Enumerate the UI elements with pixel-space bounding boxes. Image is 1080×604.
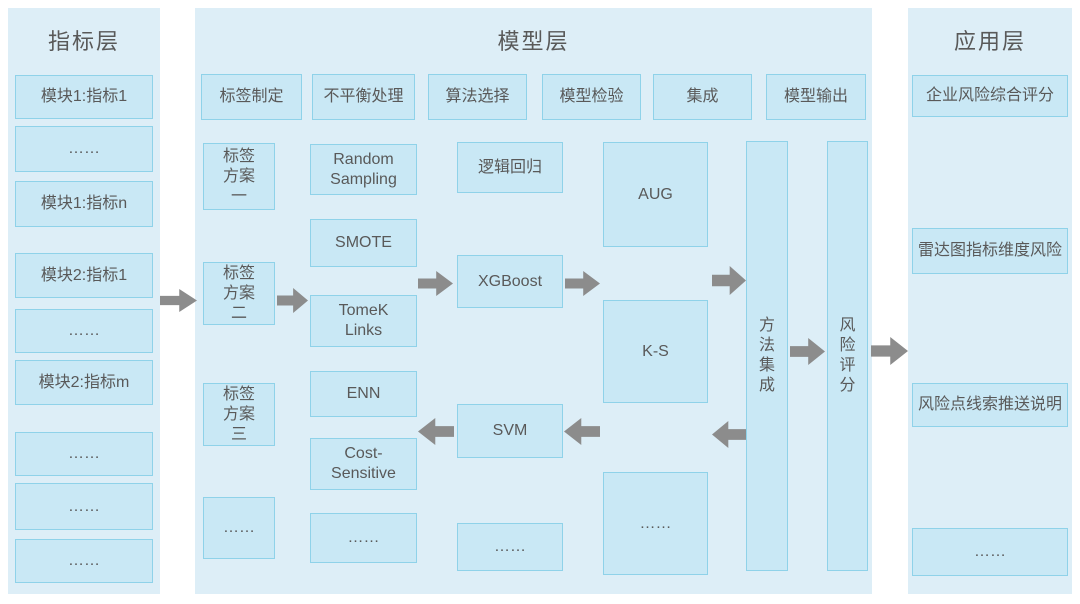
application-box: 雷达图指标维度风险 bbox=[912, 228, 1068, 274]
indicator-box: 模块1:指标1 bbox=[15, 75, 153, 119]
validation-metric-box: AUG bbox=[603, 142, 708, 247]
algorithm-box: 逻辑回归 bbox=[457, 142, 563, 193]
algorithm-box: …… bbox=[457, 523, 563, 571]
flow-arrow-right-icon bbox=[160, 289, 197, 312]
model-step-header: 模型输出 bbox=[766, 74, 866, 120]
algorithm-box: XGBoost bbox=[457, 255, 563, 308]
model-layer-panel: 模型层 标签制定 不平衡处理 算法选择 模型检验 集成 模型输出 标签 方案 一… bbox=[195, 8, 872, 594]
label-scheme-box: 标签 方案 二 bbox=[203, 262, 275, 325]
application-box: 风险点线索推送说明 bbox=[912, 383, 1068, 427]
indicator-box: 模块1:指标n bbox=[15, 181, 153, 227]
imbalance-method-box: Cost- Sensitive bbox=[310, 438, 417, 490]
indicator-box: …… bbox=[15, 432, 153, 476]
validation-metric-box: K-S bbox=[603, 300, 708, 403]
indicator-box: 模块2:指标m bbox=[15, 360, 153, 405]
model-step-header: 模型检验 bbox=[542, 74, 641, 120]
ensemble-box: 方 法 集 成 bbox=[746, 141, 788, 571]
validation-metric-box: …… bbox=[603, 472, 708, 575]
application-layer-panel: 应用层 企业风险综合评分 雷达图指标维度风险 风险点线索推送说明 …… bbox=[908, 8, 1072, 594]
indicator-box: …… bbox=[15, 483, 153, 530]
indicator-box: …… bbox=[15, 309, 153, 353]
application-box: 企业风险综合评分 bbox=[912, 75, 1068, 117]
model-step-header: 不平衡处理 bbox=[312, 74, 415, 120]
model-step-header: 集成 bbox=[653, 74, 752, 120]
imbalance-method-box: ENN bbox=[310, 371, 417, 417]
indicator-layer-panel: 指标层 模块1:指标1 …… 模块1:指标n 模块2:指标1 …… 模块2:指标… bbox=[8, 8, 160, 594]
label-scheme-box: 标签 方案 一 bbox=[203, 143, 275, 210]
imbalance-method-box: …… bbox=[310, 513, 417, 563]
application-box: …… bbox=[912, 528, 1068, 576]
indicator-box: 模块2:指标1 bbox=[15, 253, 153, 298]
imbalance-method-box: TomeK Links bbox=[310, 295, 417, 347]
indicator-layer-title: 指标层 bbox=[47, 29, 120, 54]
output-box: 风 险 评 分 bbox=[827, 141, 868, 571]
imbalance-method-box: Random Sampling bbox=[310, 144, 417, 195]
imbalance-method-box: SMOTE bbox=[310, 219, 417, 267]
application-layer-title: 应用层 bbox=[953, 29, 1026, 54]
algorithm-box: SVM bbox=[457, 404, 563, 458]
label-scheme-box: …… bbox=[203, 497, 275, 559]
indicator-box: …… bbox=[15, 539, 153, 583]
model-step-header: 算法选择 bbox=[428, 74, 527, 120]
model-step-header: 标签制定 bbox=[201, 74, 302, 120]
flow-arrow-right-icon bbox=[871, 337, 908, 365]
model-layer-title: 模型层 bbox=[497, 29, 570, 54]
label-scheme-box: 标签 方案 三 bbox=[203, 383, 275, 446]
indicator-box: …… bbox=[15, 126, 153, 172]
